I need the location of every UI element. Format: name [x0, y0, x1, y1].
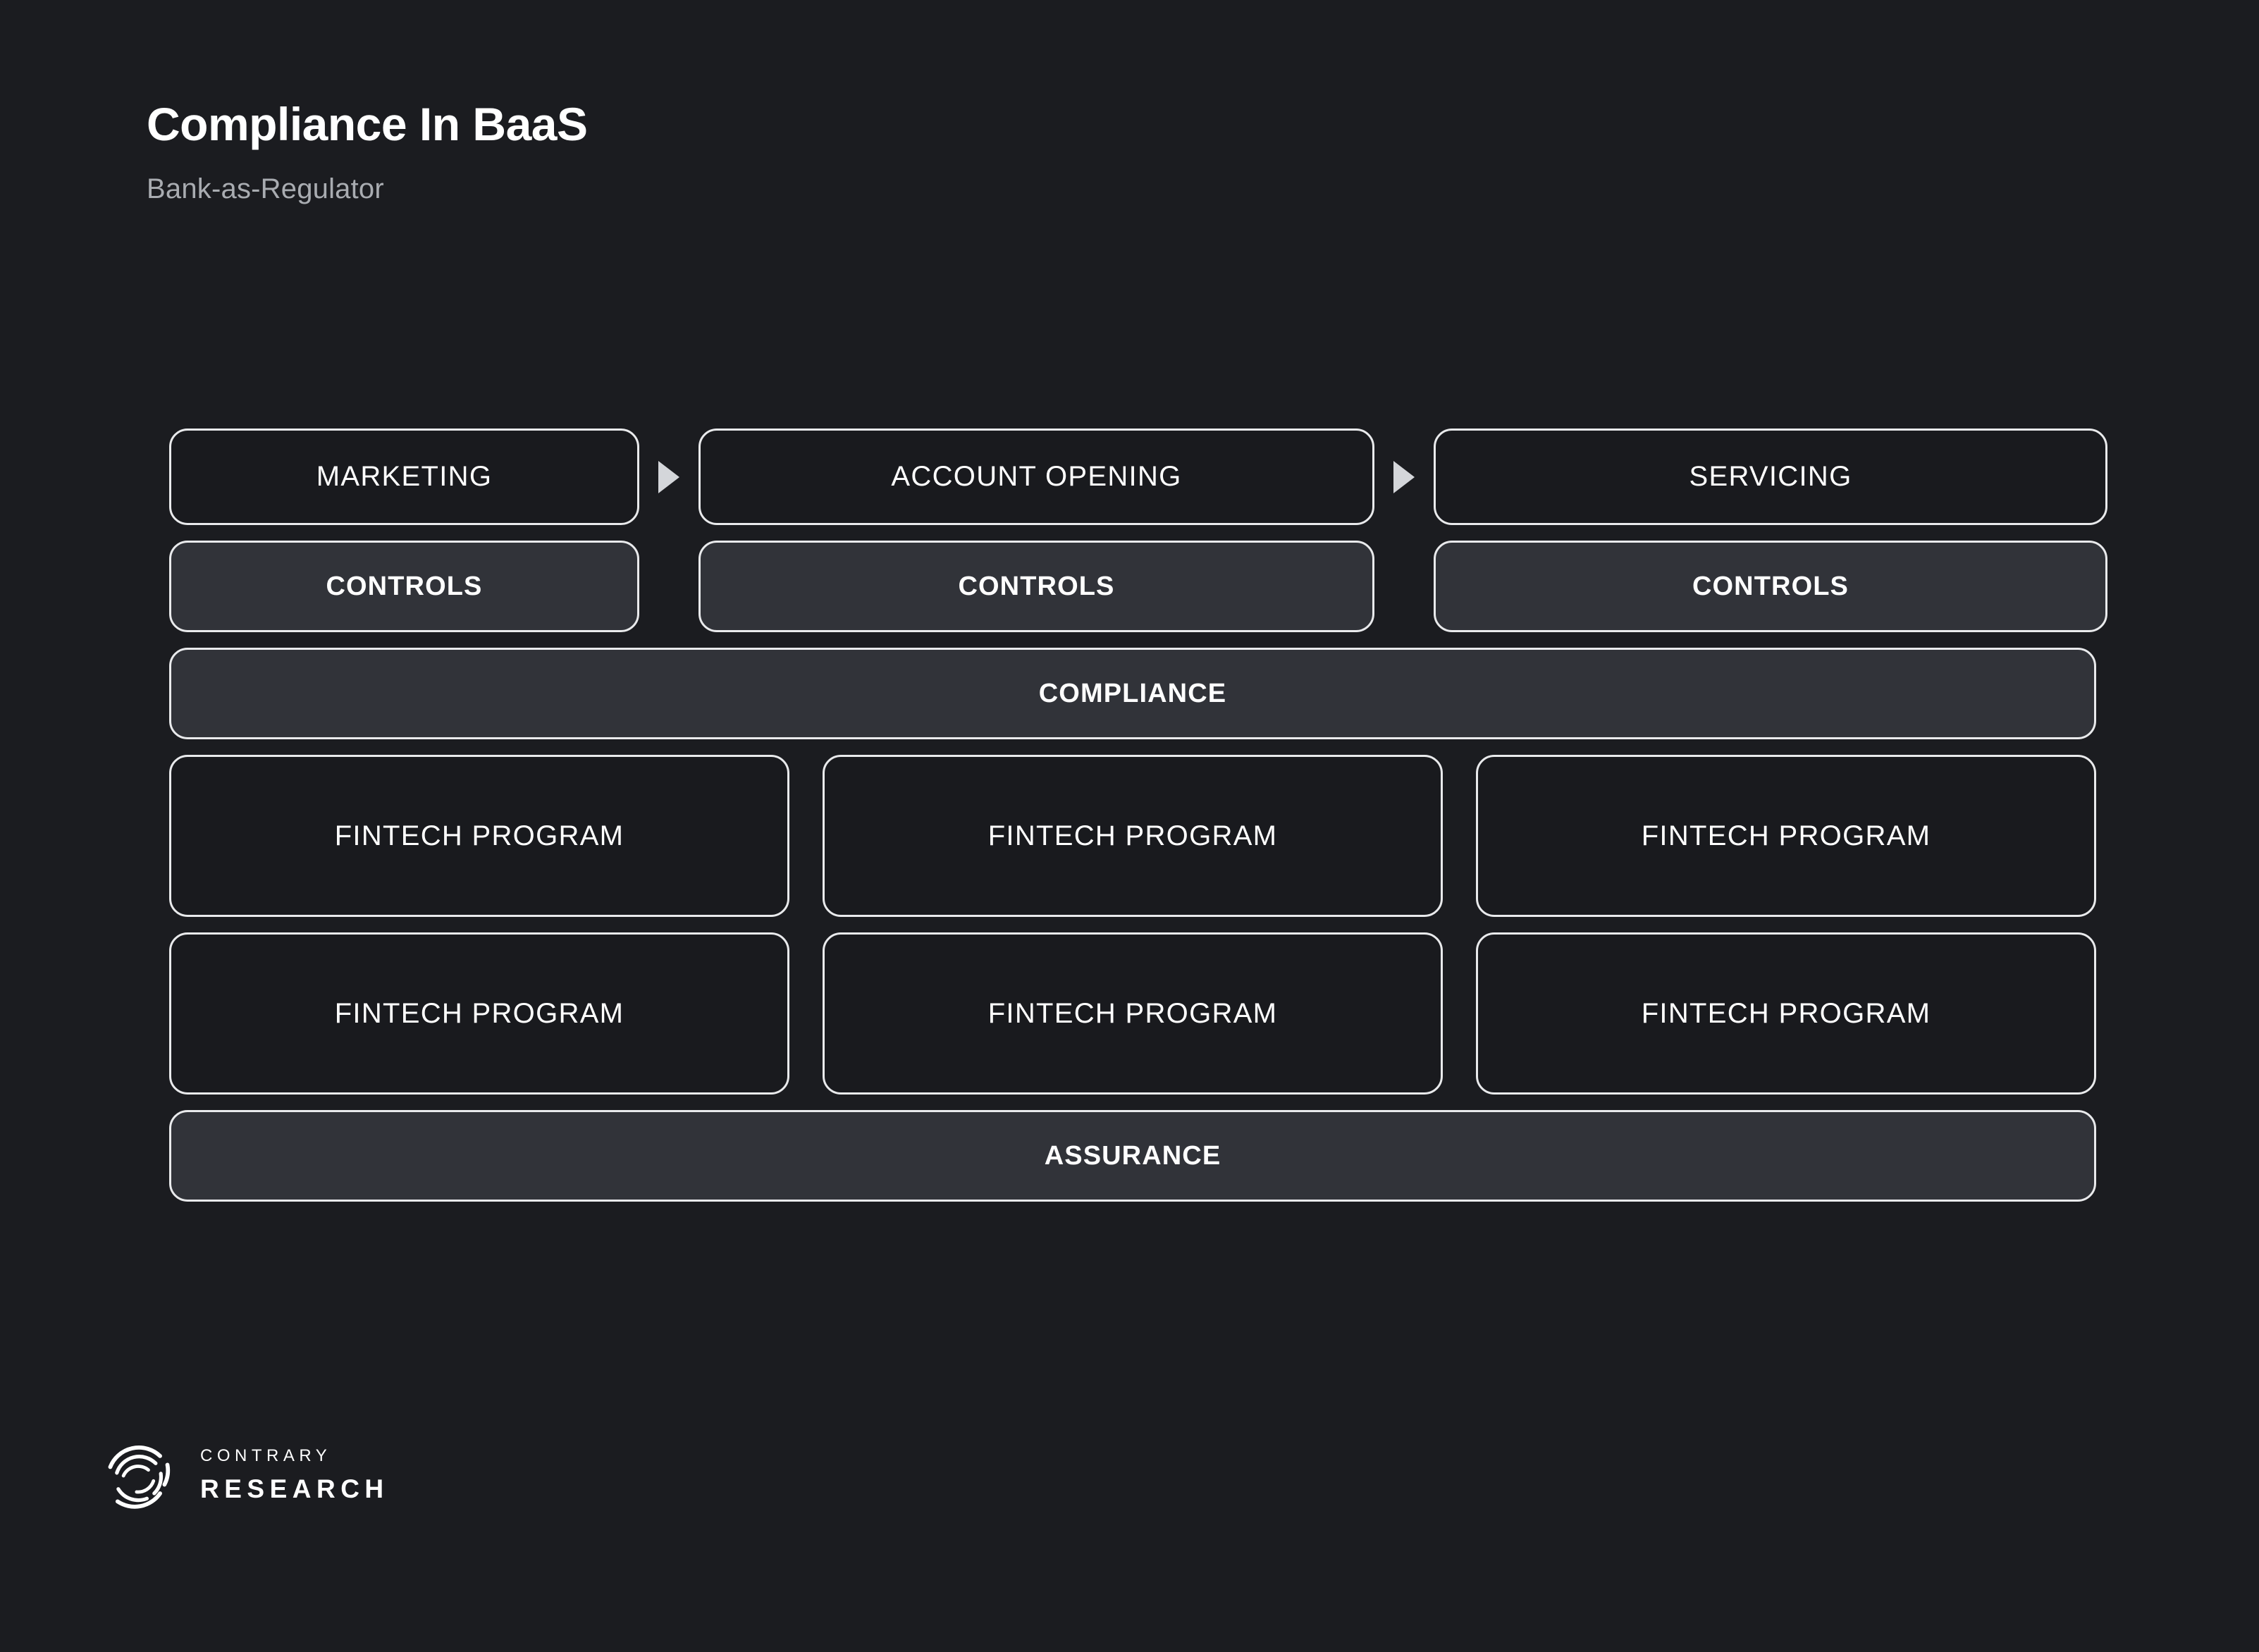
- controls-row: CONTROLS CONTROLS CONTROLS: [169, 541, 2107, 632]
- controls-spacer-2: [1374, 541, 1434, 632]
- fintech-program-box[interactable]: FINTECH PROGRAM: [1476, 932, 2096, 1095]
- page-title: Compliance In BaaS: [147, 98, 588, 150]
- fintech-row-1: FINTECH PROGRAM FINTECH PROGRAM FINTECH …: [169, 755, 2096, 917]
- controls-spacer-1: [639, 541, 698, 632]
- slide-header: Compliance In BaaS Bank-as-Regulator: [147, 99, 588, 205]
- compliance-bar[interactable]: COMPLIANCE: [169, 648, 2096, 739]
- controls-box-3[interactable]: CONTROLS: [1434, 541, 2107, 632]
- assurance-row: ASSURANCE: [169, 1110, 2096, 1202]
- fintech-program-box[interactable]: FINTECH PROGRAM: [1476, 755, 2096, 917]
- compliance-diagram: MARKETING ACCOUNT OPENING SERVICING CONT…: [169, 429, 2107, 1202]
- arrow-right-triangle-icon: [1393, 460, 1415, 493]
- arrow-right-triangle-icon: [658, 460, 679, 493]
- assurance-bar[interactable]: ASSURANCE: [169, 1110, 2096, 1202]
- journey-row: MARKETING ACCOUNT OPENING SERVICING: [169, 429, 2107, 525]
- fintech-program-box[interactable]: FINTECH PROGRAM: [169, 755, 789, 917]
- fintech-program-box[interactable]: FINTECH PROGRAM: [169, 932, 789, 1095]
- logo-brand-contrary: CONTRARY: [200, 1446, 332, 1466]
- compliance-row: COMPLIANCE: [169, 648, 2096, 739]
- logo-brand-research: RESEARCH: [200, 1474, 389, 1504]
- journey-box-servicing[interactable]: SERVICING: [1434, 429, 2107, 525]
- controls-box-2[interactable]: CONTROLS: [698, 541, 1374, 632]
- journey-arrow-1: [639, 429, 698, 525]
- fintech-program-box[interactable]: FINTECH PROGRAM: [823, 755, 1443, 917]
- fintech-row-2: FINTECH PROGRAM FINTECH PROGRAM FINTECH …: [169, 932, 2096, 1095]
- logo-wordmark: CONTRARY RESEARCH: [200, 1446, 389, 1505]
- controls-box-1[interactable]: CONTROLS: [169, 541, 639, 632]
- fintech-program-box[interactable]: FINTECH PROGRAM: [823, 932, 1443, 1095]
- journey-arrow-2: [1374, 429, 1434, 525]
- contrary-spiral-logo-icon: [108, 1446, 171, 1509]
- page-subtitle: Bank-as-Regulator: [147, 173, 384, 204]
- journey-box-account-opening[interactable]: ACCOUNT OPENING: [698, 429, 1374, 525]
- journey-box-marketing[interactable]: MARKETING: [169, 429, 639, 525]
- contrary-research-logo: CONTRARY RESEARCH: [103, 1439, 389, 1512]
